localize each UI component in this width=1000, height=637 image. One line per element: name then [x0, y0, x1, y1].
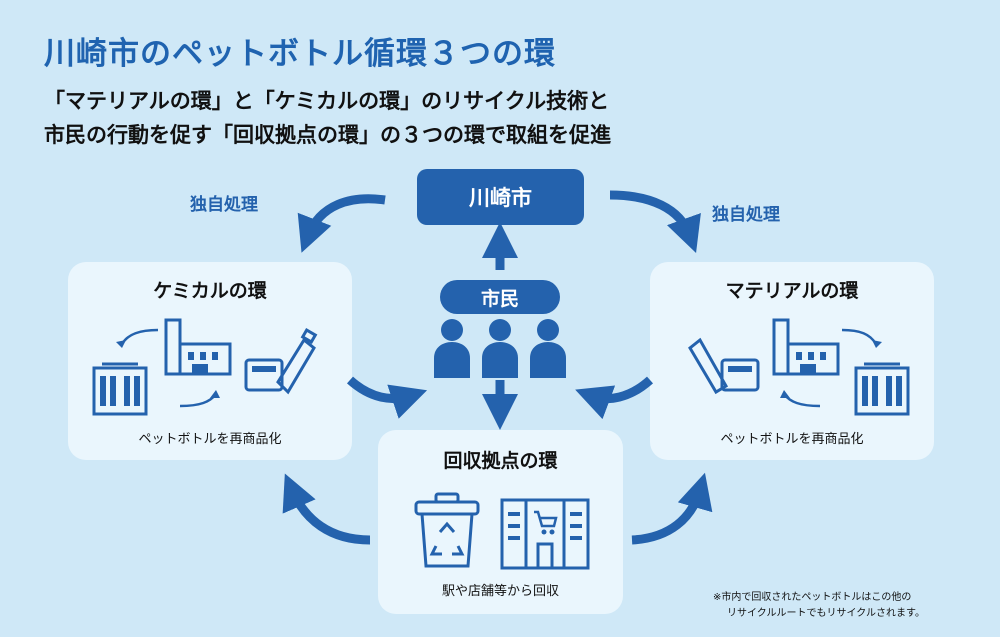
- subtitle-line-1: 「マテリアルの環」と「ケミカルの環」のリサイクル技術と: [44, 89, 610, 113]
- store-icon: [500, 498, 590, 570]
- arrow-material-to-center: [575, 376, 654, 420]
- own-process-right-label: 独自処理: [712, 205, 780, 225]
- arrow-city-to-material: [609, 190, 701, 253]
- kawasaki-city-box: 川崎市: [417, 169, 584, 225]
- factory-icon: [164, 318, 232, 376]
- footnote-line-1: ※市内で回収されたペットボトルはこの他の: [713, 592, 912, 603]
- arrow-chemical-to-center: [346, 376, 428, 419]
- building-icon-material: [854, 362, 910, 416]
- factory-icon-material: [772, 318, 840, 376]
- chemical-loop-caption: ペットボトルを再商品化: [138, 432, 282, 447]
- subtitle-line-2: 市民の行動を促す「回収拠点の環」の３つの環で取組を促進: [44, 123, 611, 147]
- recycle-bin-icon: [414, 492, 480, 568]
- chemical-cycle-arrows: [116, 328, 220, 408]
- pet-bottle-icon: [244, 327, 318, 395]
- footnote-line-2: リサイクルルートでもリサイクルされます。: [727, 608, 925, 619]
- own-process-left-label: 独自処理: [190, 195, 258, 215]
- pet-bottle-icon-material: [688, 337, 760, 395]
- footnote: ※市内で回収されたペットボトルはこの他の リサイクルルートでもリサイクルされます…: [713, 590, 925, 622]
- collection-loop-title: 回収拠点の環: [443, 450, 558, 472]
- arrow-city-to-chemical: [297, 194, 386, 253]
- arrow-collection-to-material: [631, 472, 713, 545]
- subtitle: 「マテリアルの環」と「ケミカルの環」のリサイクル技術と 市民の行動を促す「回収拠…: [44, 84, 611, 152]
- arrow-collection-to-chemical: [282, 473, 371, 545]
- people-icon: [434, 319, 566, 378]
- building-icon: [92, 362, 148, 416]
- page-title: 川崎市のペットボトル循環３つの環: [44, 36, 556, 72]
- material-loop-title: マテリアルの環: [725, 280, 859, 302]
- material-cycle-arrows: [780, 328, 882, 408]
- collection-loop-caption: 駅や店舗等から回収: [441, 584, 559, 599]
- material-loop-caption: ペットボトルを再商品化: [720, 432, 864, 447]
- chemical-loop-title: ケミカルの環: [153, 280, 267, 302]
- citizens-label: 市民: [440, 280, 560, 314]
